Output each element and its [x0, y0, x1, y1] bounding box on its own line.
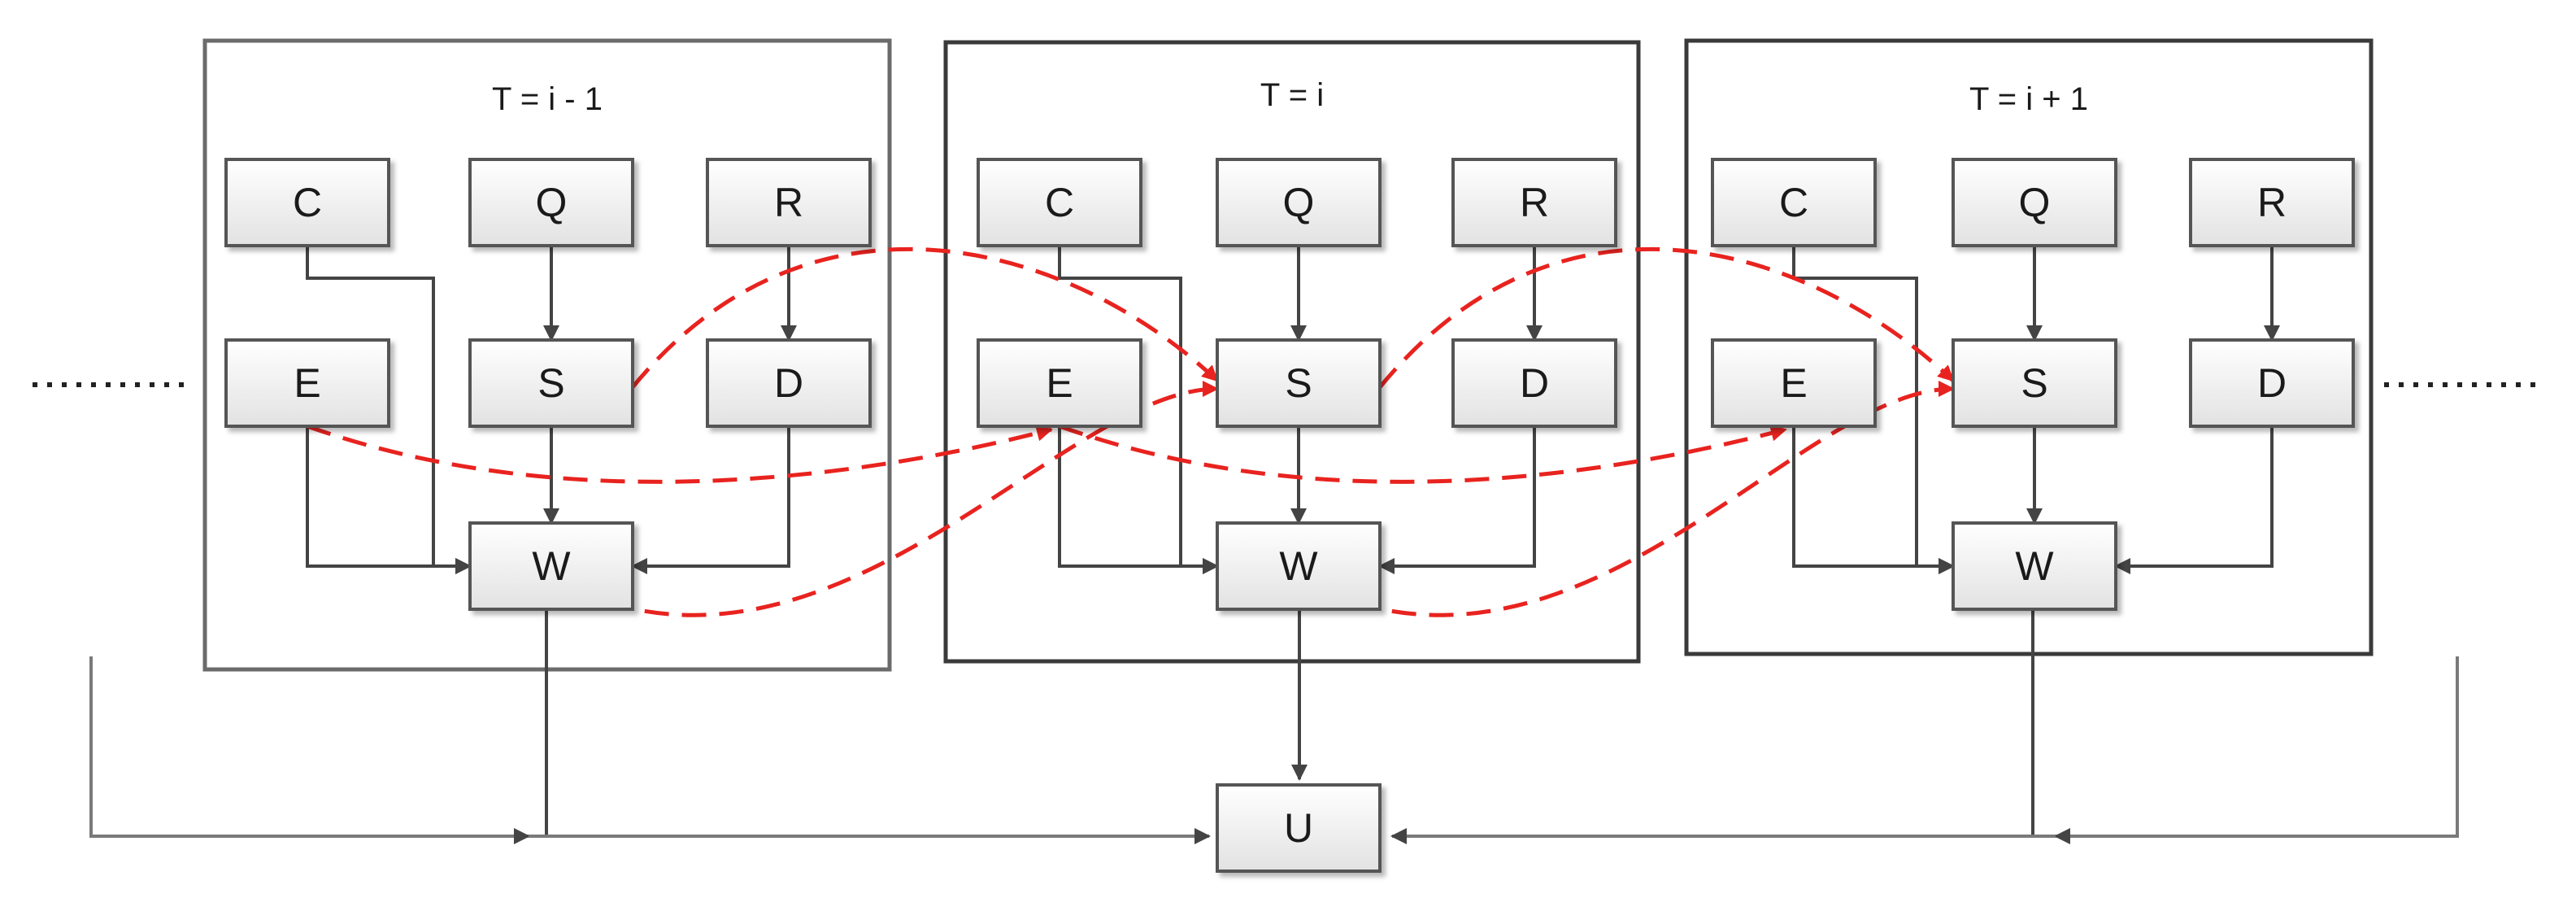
node-c: C	[977, 158, 1142, 247]
edge	[1058, 426, 1219, 574]
time-slice-title: T = i	[1260, 77, 1324, 113]
node-r: R	[2189, 158, 2355, 247]
time-slice-title: T = i - 1	[492, 81, 603, 117]
collector-edges	[89, 606, 2459, 844]
node-r: R	[706, 158, 872, 247]
node-label: Q	[536, 180, 568, 225]
node-c: C	[224, 158, 390, 247]
node-w: W	[468, 521, 634, 611]
node-label: C	[1779, 180, 1808, 225]
node-q: Q	[1952, 158, 2117, 247]
node-s: S	[1216, 338, 1382, 428]
node-d: D	[706, 338, 872, 428]
nodes: C Q R E S D W C Q R E S D W C Q R E S D W	[224, 158, 2355, 611]
node-q: Q	[1216, 158, 1382, 247]
node-label: R	[2257, 180, 2287, 225]
intra-slice-edges	[306, 246, 2280, 574]
time-slice-title: T = i + 1	[1969, 81, 2088, 117]
node-label: D	[1520, 360, 1549, 406]
node-q: Q	[468, 158, 634, 247]
node-label: W	[2015, 543, 2054, 589]
edge	[631, 426, 790, 574]
node-c: C	[1711, 158, 1877, 247]
temporal-edges	[307, 246, 1955, 617]
node-label: E	[1046, 360, 1073, 406]
node-w: W	[1952, 521, 2117, 611]
node-label: S	[537, 360, 564, 406]
node-label: E	[294, 360, 320, 406]
node-d: D	[2189, 338, 2355, 428]
node-label: U	[1284, 805, 1313, 851]
node-label: C	[293, 180, 322, 225]
node-e: E	[1711, 338, 1877, 428]
node-label: R	[774, 180, 803, 225]
node-e: E	[977, 338, 1142, 428]
node-label: S	[2021, 360, 2047, 406]
node-s: S	[468, 338, 634, 428]
node-label: W	[532, 543, 571, 589]
edge	[1792, 426, 1955, 574]
edge	[2114, 426, 2274, 574]
node-label: C	[1045, 180, 1074, 225]
node-label: R	[1520, 180, 1549, 225]
temporal-edge	[1059, 424, 1787, 484]
temporal-edge	[1378, 246, 1955, 389]
node-label: W	[1279, 543, 1318, 589]
node-label: D	[2257, 360, 2287, 406]
node-label: Q	[2019, 180, 2051, 225]
node-u: U	[1216, 783, 1382, 873]
node-label: E	[1780, 360, 1807, 406]
node-label: S	[1285, 360, 1312, 406]
node-w: W	[1216, 521, 1382, 611]
node-r: R	[1451, 158, 1617, 247]
node-d: D	[1451, 338, 1617, 428]
edge	[1378, 426, 1536, 574]
temporal-edge	[1355, 381, 1955, 617]
temporal-edge	[631, 246, 1219, 389]
node-s: S	[1952, 338, 2117, 428]
edge	[306, 426, 472, 574]
temporal-edge	[307, 424, 1053, 484]
node-label: Q	[1283, 180, 1315, 225]
node-label: D	[774, 360, 803, 406]
node-e: E	[224, 338, 390, 428]
